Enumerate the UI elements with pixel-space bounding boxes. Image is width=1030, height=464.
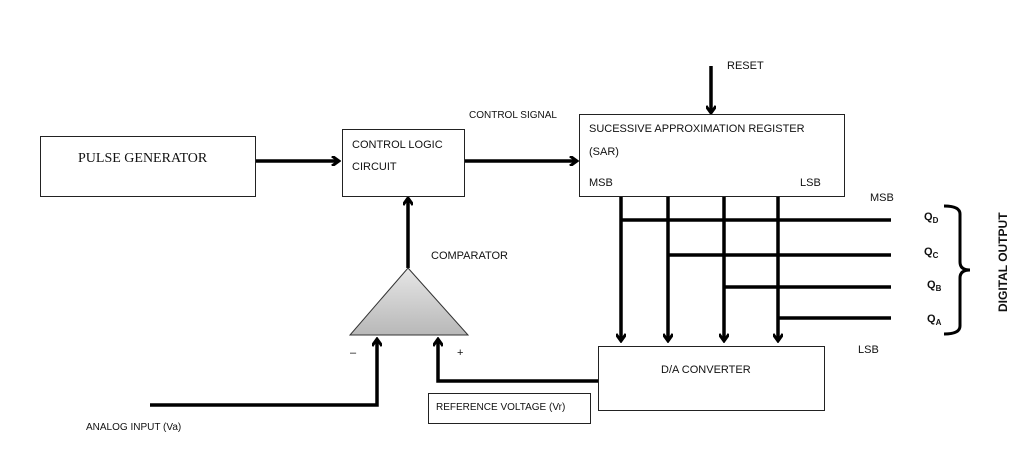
sar-block: SUCESSIVE APPROXIMATION REGISTER (SAR) M… [579, 114, 845, 197]
wire-analog-input [150, 340, 377, 407]
sar-label-line2: (SAR) [589, 146, 619, 158]
control-logic-label-line1: CONTROL LOGIC [352, 139, 443, 151]
digital-output-label: DIGITAL OUTPUT [996, 212, 1010, 312]
dac-label: D/A CONVERTER [661, 364, 751, 376]
sar-lsb-label: LSB [800, 177, 821, 189]
plus-input-label: + [457, 347, 464, 359]
output-qa: QA [927, 313, 942, 328]
comparator-label: COMPARATOR [431, 250, 509, 262]
output-qb: QB [927, 279, 942, 294]
lsb-label: LSB [858, 344, 879, 356]
wire-dac-feedback [438, 340, 598, 383]
control-logic-label-line2: CIRCUIT [352, 161, 397, 173]
msb-label: MSB [870, 192, 894, 204]
comparator-triangle [348, 267, 470, 336]
reference-voltage-block: REFERENCE VOLTAGE (Vr) [428, 393, 591, 424]
reset-label: RESET [727, 60, 764, 72]
control-logic-block: CONTROL LOGIC CIRCUIT [342, 129, 465, 197]
minus-input-label: – [350, 347, 357, 359]
dac-block: D/A CONVERTER [598, 346, 825, 411]
output-qc: QC [924, 246, 939, 261]
pulse-generator-label: PULSE GENERATOR [78, 151, 208, 166]
digital-output-brace [943, 204, 971, 336]
reference-voltage-label: REFERENCE VOLTAGE (Vr) [436, 402, 566, 413]
sar-label-line1: SUCESSIVE APPROXIMATION REGISTER [589, 123, 805, 135]
pulse-generator-block: PULSE GENERATOR [40, 136, 256, 197]
analog-input-label: ANALOG INPUT (Va) [86, 422, 182, 433]
output-qd: QD [924, 211, 939, 226]
control-signal-label: CONTROL SIGNAL [469, 110, 557, 121]
sar-msb-label: MSB [589, 177, 613, 189]
